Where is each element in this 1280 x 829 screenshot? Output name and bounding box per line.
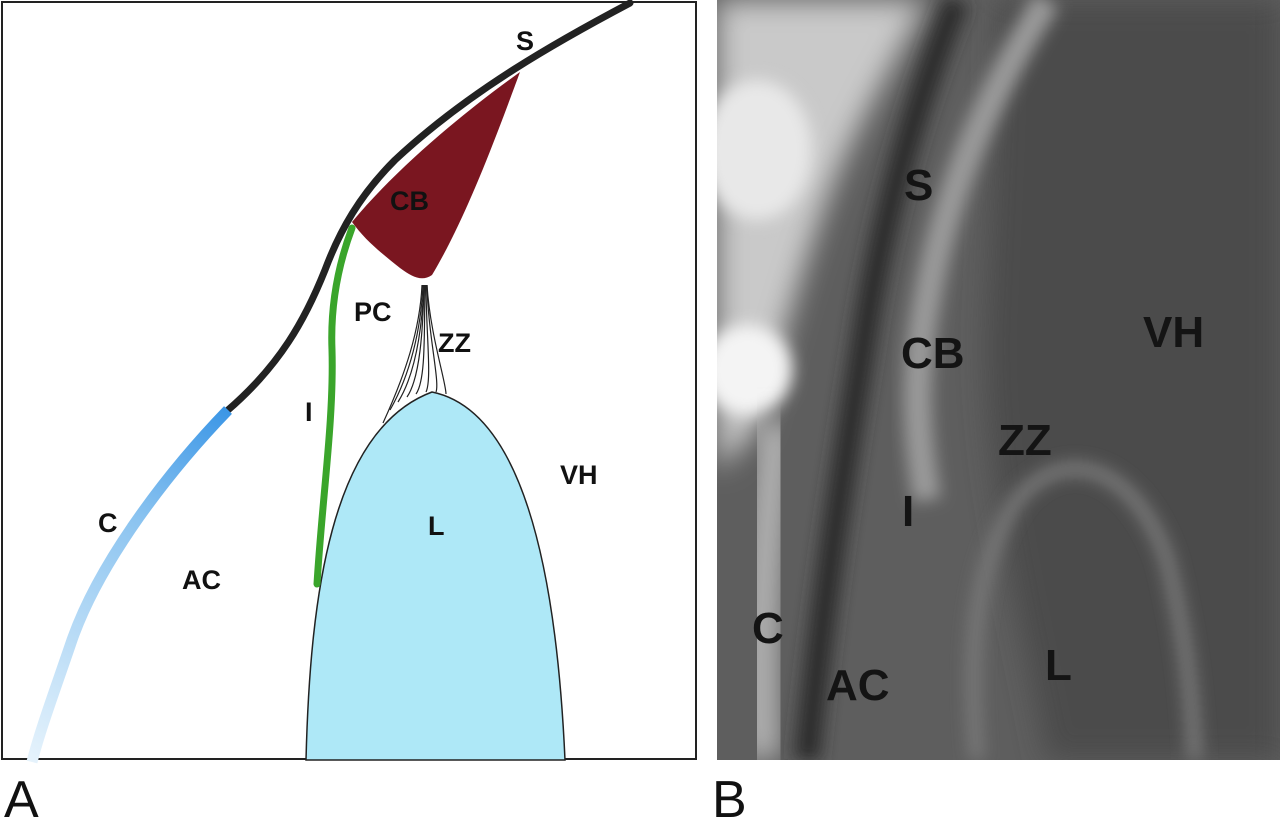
mri-ciliary-band: [903, 0, 1059, 503]
iris-line: [313, 224, 356, 588]
zonular-fibers: [382, 284, 447, 424]
cornea-line: [26, 406, 232, 764]
mri-label-zonular-zone: ZZ: [998, 416, 1052, 465]
label-anterior-chamber: AC: [182, 565, 221, 595]
sclera-line: [224, 0, 634, 414]
mri-label-ciliary-body: CB: [901, 329, 965, 378]
label-zonular-zone: ZZ: [438, 328, 471, 358]
mri-image-panel: S CB VH ZZ I C AC L: [717, 0, 1280, 760]
mri-label-lens: L: [1045, 641, 1072, 690]
schematic-diagram: S CB PC ZZ I VH L C AC: [1, 0, 697, 764]
schematic-diagram-panel: S CB PC ZZ I VH L C AC: [1, 0, 697, 764]
mri-label-anterior-chamber: AC: [826, 661, 890, 710]
mri-bright-blob-mid: [717, 325, 792, 415]
label-sclera: S: [516, 26, 534, 56]
label-posterior-chamber: PC: [354, 297, 392, 327]
label-cornea: C: [98, 508, 118, 538]
mri-dark-band: [794, 0, 970, 760]
label-iris: I: [305, 397, 313, 427]
mri-image: S CB VH ZZ I C AC L: [717, 0, 1280, 760]
panel-letter-a: A: [4, 771, 39, 829]
mri-lens-edge: [966, 461, 1202, 760]
lens-shape: [305, 391, 566, 761]
label-ciliary-body: CB: [390, 186, 429, 216]
label-vitreous-humor: VH: [560, 460, 598, 490]
mri-label-iris: I: [902, 487, 914, 536]
mri-label-sclera: S: [904, 161, 933, 210]
mri-label-vitreous-humor: VH: [1143, 308, 1204, 357]
ciliary-body-shape: [352, 72, 520, 279]
label-lens: L: [428, 511, 445, 541]
panel-letter-b: B: [712, 771, 747, 829]
mri-cornea-band: [742, 418, 795, 760]
mri-vitreous-region: [985, 0, 1280, 760]
mri-bright-blob-top: [717, 80, 812, 220]
mri-label-cornea: C: [752, 604, 784, 653]
